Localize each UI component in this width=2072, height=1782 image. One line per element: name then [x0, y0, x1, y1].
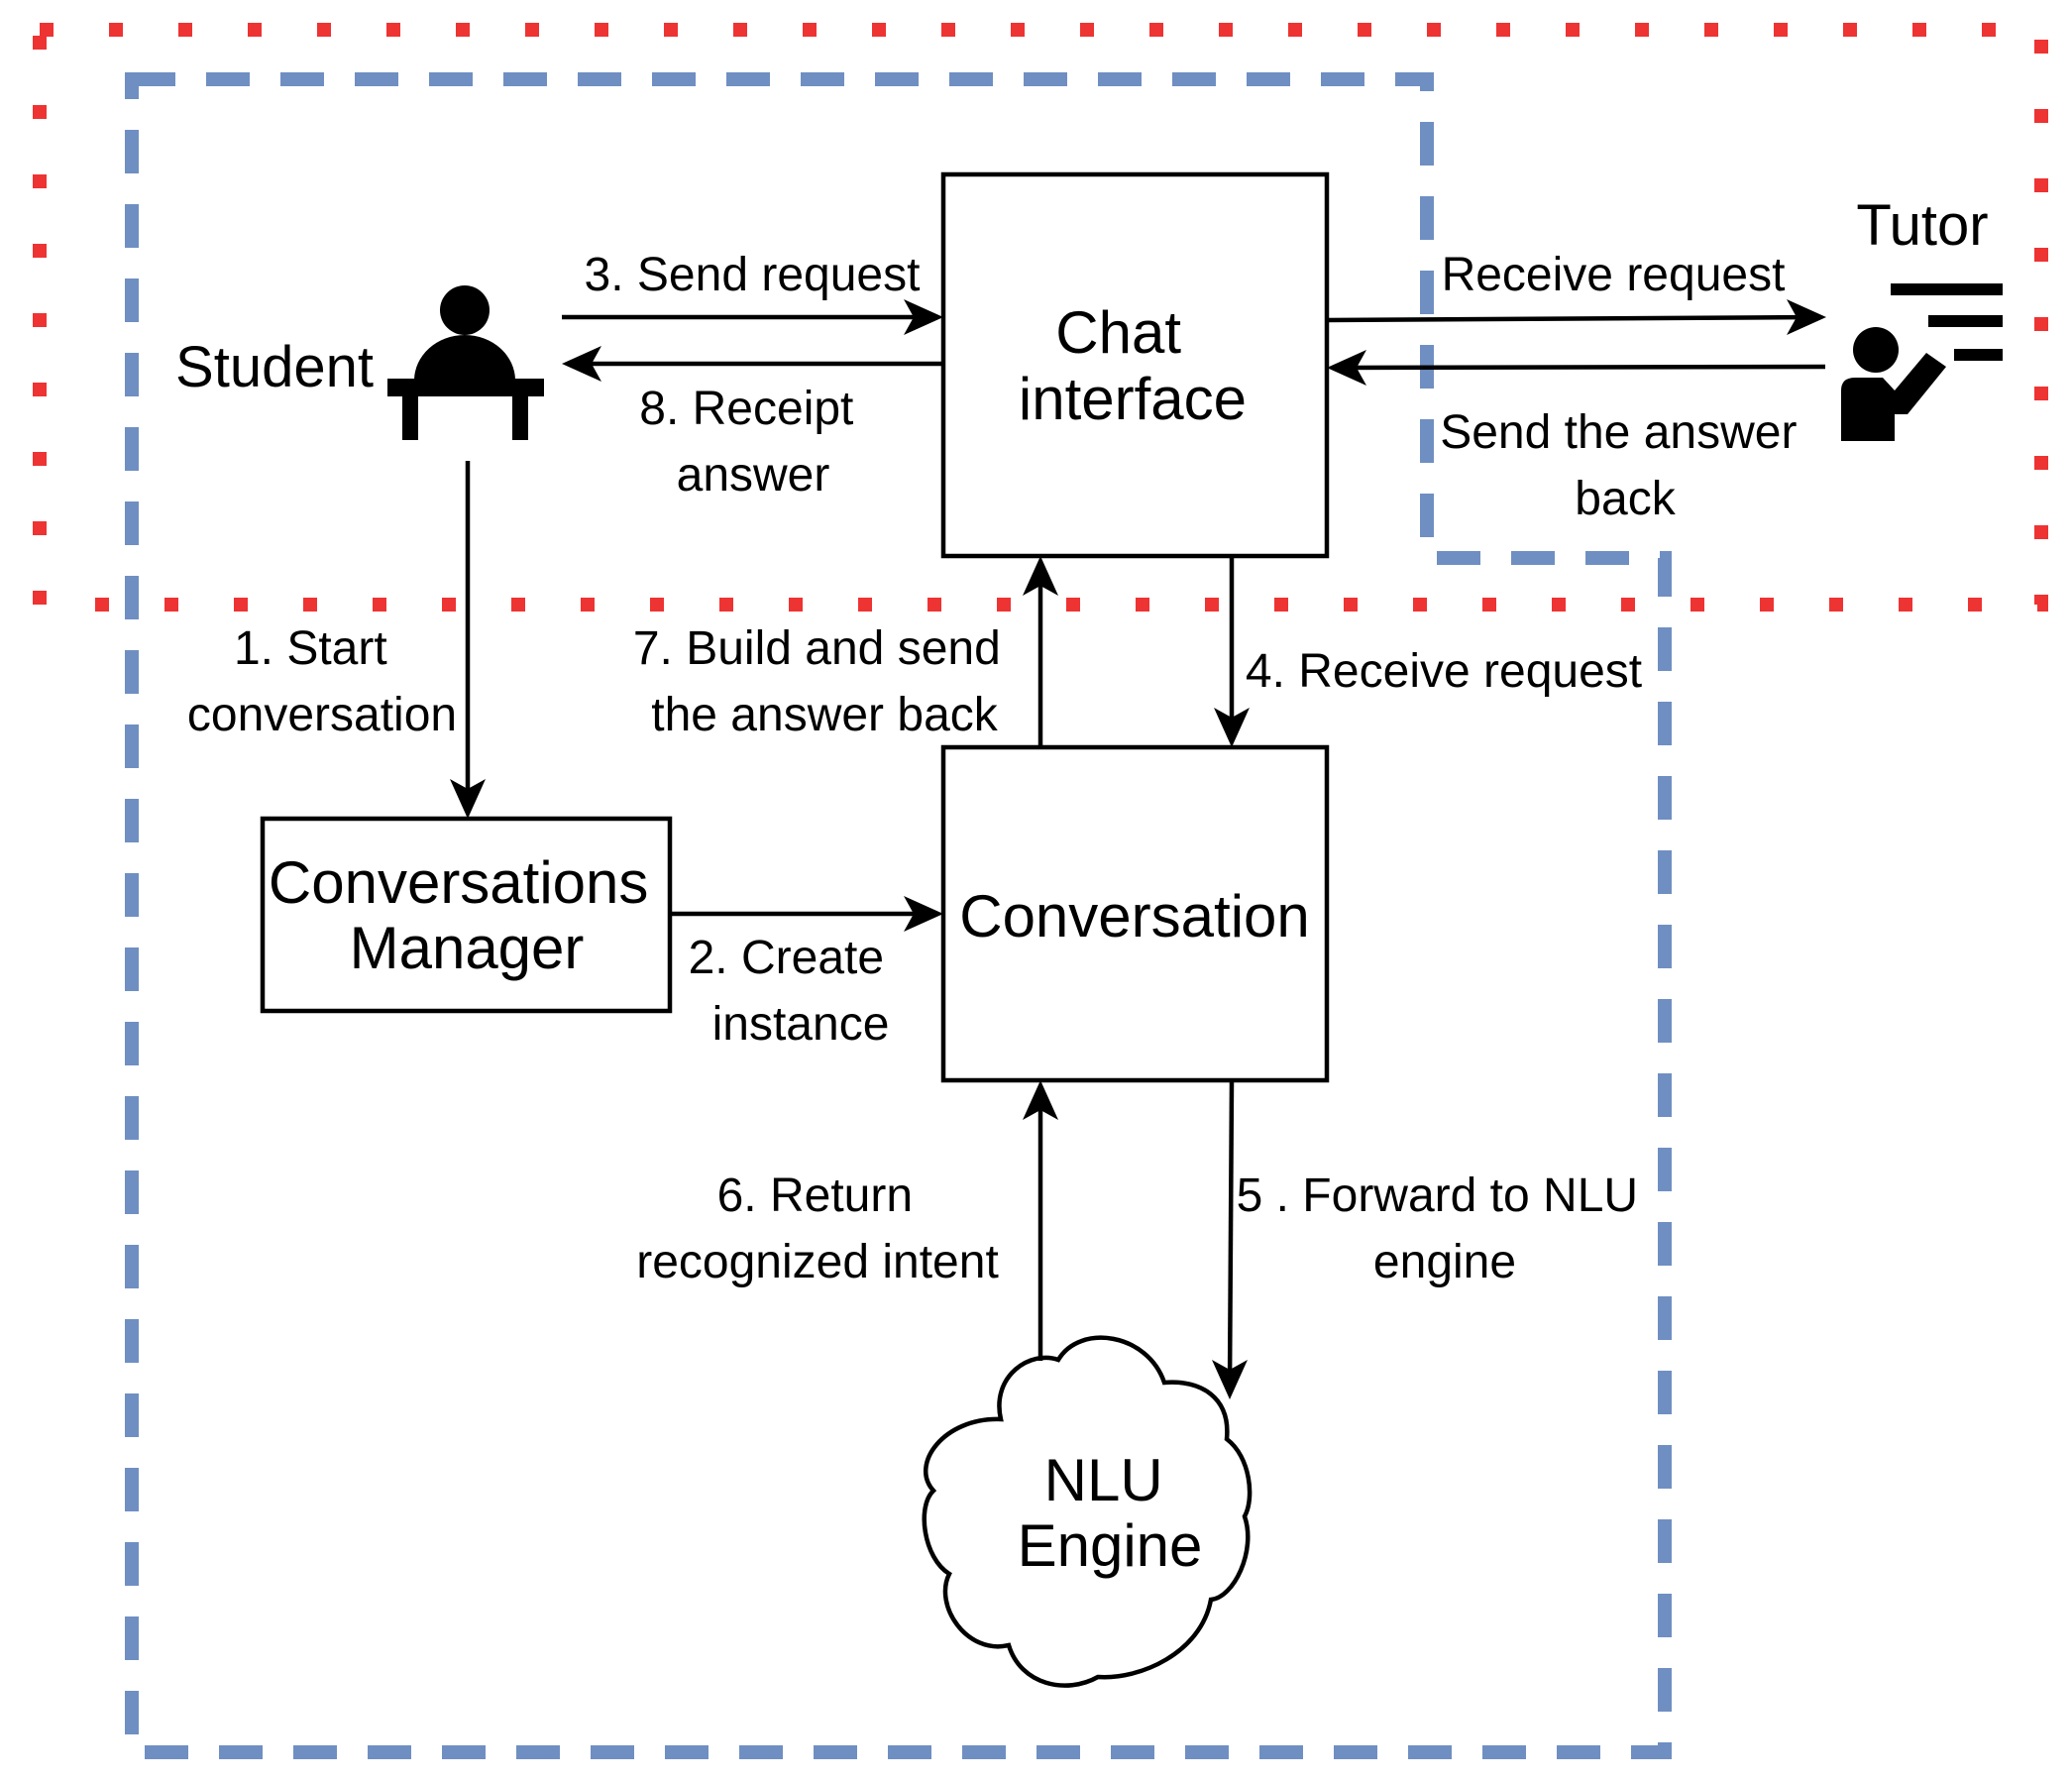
edge-label-receive-request-4: 4. Receive request [1246, 645, 1642, 698]
student-label: Student [175, 335, 374, 399]
arrowhead-receive-request-tutor [1787, 299, 1826, 335]
arrowhead-send-answer-back [1327, 350, 1366, 386]
arrowhead-return-intent [1023, 1080, 1058, 1120]
conversations-manager-box[interactable] [260, 816, 673, 1014]
conversation-box[interactable] [940, 744, 1330, 1083]
nlu-engine-label: NLU Engine [1018, 1447, 1203, 1579]
tutor-label: Tutor [1856, 193, 1988, 258]
edge-label-send-answer-back: Send the answer back [1440, 406, 1810, 525]
outer-boundary [33, 23, 2048, 612]
edge-label-receive-request-tutor: Receive request [1442, 249, 1786, 301]
chat-interface-box[interactable] [940, 171, 1330, 559]
teacher-at-board-icon [1841, 283, 2003, 441]
arrowhead-build-and-send [1023, 556, 1058, 596]
nlu-engine-cloud[interactable] [922, 1335, 1253, 1688]
edge-label-start-conversation: 1. Start conversation [187, 622, 457, 741]
edge-label-build-and-send: 7. Build and send the answer back [633, 622, 1014, 741]
arrowhead-receipt-answer [562, 346, 601, 382]
arrowhead-forward-to-nlu [1212, 1360, 1248, 1399]
edge-label-return-intent: 6. Return recognized intent [636, 1169, 999, 1288]
arrow-forward-to-nlu [1227, 1079, 1235, 1389]
edge-label-forward-to-nlu: 5 . Forward to NLU engine [1237, 1169, 1652, 1288]
conversation-label: Conversation [959, 883, 1310, 949]
chat-interface-label: Chat interface [1019, 299, 1247, 432]
edge-label-create-instance: 2. Create instance [689, 932, 898, 1051]
arrowhead-create-instance [904, 896, 943, 932]
arrowheads [450, 299, 1826, 1399]
arrowhead-start-conversation [450, 779, 486, 819]
arrowhead-receive-request-4 [1214, 708, 1250, 747]
arrow-send-answer-back [1337, 364, 1826, 371]
conversations-manager-label: Conversations Manager [269, 849, 665, 981]
student-at-desk-icon [387, 285, 544, 440]
arrowhead-send-request [904, 299, 943, 335]
edge-label-send-request: 3. Send request [585, 249, 921, 301]
arrows [465, 314, 1826, 1389]
arrow-receive-request-tutor [1326, 314, 1816, 323]
edge-label-receipt-answer: 8. Receipt answer [639, 383, 866, 501]
inner-boundary [125, 72, 1672, 1759]
